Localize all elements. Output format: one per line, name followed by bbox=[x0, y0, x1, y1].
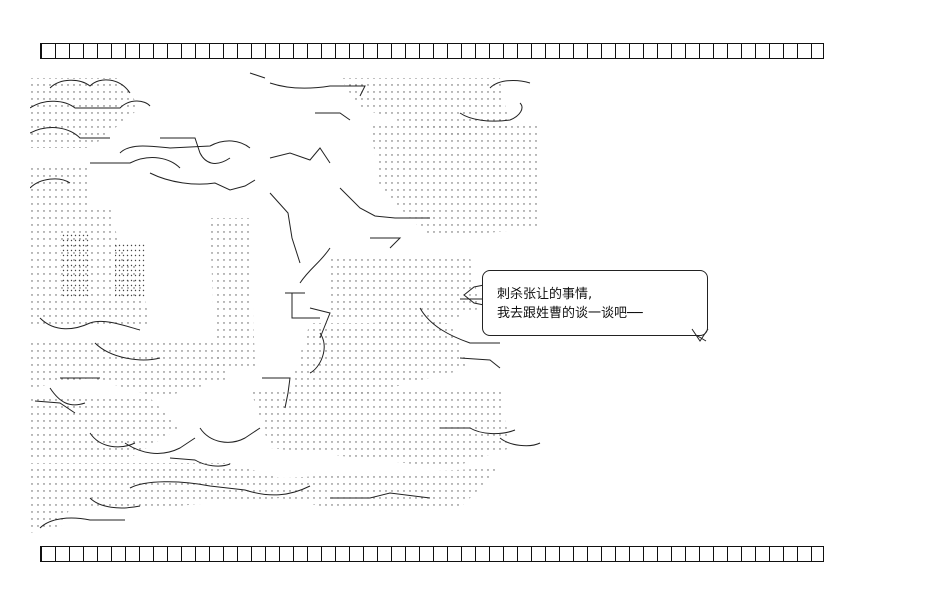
speech-line-2: 我去跟姓曹的谈一谈吧── bbox=[497, 306, 643, 321]
speech-bubble-hook-icon bbox=[460, 284, 485, 306]
top-border-bar bbox=[40, 43, 824, 59]
speech-line-1: 刺杀张让的事情, bbox=[497, 287, 593, 302]
ascii-art-scene bbox=[30, 68, 570, 538]
speech-bubble: 刺杀张让的事情, 我去跟姓曹的谈一谈吧── bbox=[482, 270, 708, 336]
bottom-border-bar bbox=[40, 546, 824, 562]
speech-bubble-tail-icon bbox=[691, 328, 709, 342]
ascii-art-smoke-icon bbox=[30, 72, 541, 533]
